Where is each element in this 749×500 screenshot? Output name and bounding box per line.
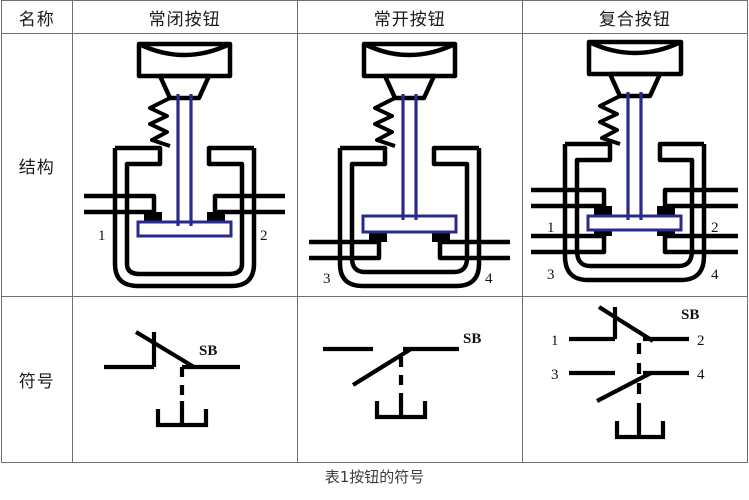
header-cell-composite: 复合按钮	[521, 0, 749, 34]
terminal-label-2: 2	[260, 228, 268, 244]
housing-bottom-u	[338, 263, 482, 289]
button-cap-concave-top	[363, 41, 457, 58]
row-label-structure: 结构	[18, 157, 55, 178]
housing-right-wall	[432, 145, 480, 258]
terminal-lead-3	[531, 233, 607, 255]
contact-bridge	[586, 214, 683, 232]
symbol-composite-cell: SB 1 2 3 4	[521, 296, 749, 463]
housing-bottom-inner	[575, 249, 695, 269]
contact-pad-right	[207, 212, 226, 222]
figure-caption: 表1按钮的符号	[324, 468, 425, 486]
housing-left-wall	[340, 145, 388, 258]
button-cap-concave-top	[138, 41, 232, 58]
symbol-terminal-label-3: 3	[551, 367, 559, 383]
normally-open-structure-diagram: 3 4	[309, 41, 511, 289]
structure-normally-closed-cell: 1 2	[71, 33, 298, 297]
contact-pad-upper-right	[657, 206, 676, 216]
terminal-lead-4	[663, 233, 739, 255]
terminal-lead-2	[663, 187, 739, 209]
spring-coil	[598, 94, 622, 146]
no-movable-blade	[596, 370, 653, 403]
row-label-symbol-cell: 符号	[1, 296, 73, 463]
structure-composite-cell: 1 2 3 4	[521, 33, 749, 297]
terminal-label-1: 1	[98, 228, 106, 244]
row-label-structure-cell: 结构	[1, 33, 73, 297]
table-header-row: 名称 常闭按钮 常开按钮 复合按钮	[1, 0, 749, 34]
header-label-normally-open: 常开按钮	[373, 9, 446, 30]
composite-structure-diagram: 1 2 3 4	[531, 39, 739, 283]
symbol-row: 符号	[1, 296, 749, 463]
header-label-normally-closed: 常闭按钮	[148, 9, 221, 30]
symbol-terminal-label-1: 1	[551, 333, 559, 349]
designator-label: SB	[681, 307, 699, 323]
housing-bottom-u	[563, 255, 707, 283]
button-collar	[157, 73, 212, 101]
contact-pad-upper-left	[594, 206, 613, 216]
symbol-terminal-label-2: 2	[697, 333, 705, 349]
button-cap-outline	[362, 41, 458, 79]
plunger-rod	[626, 92, 644, 220]
terminal-label-2: 2	[711, 220, 719, 236]
nc-movable-blade	[598, 304, 655, 343]
contact-pad-left	[144, 212, 163, 222]
terminal-lead-right	[438, 239, 511, 261]
terminal-label-1: 1	[547, 220, 555, 236]
structure-normally-open-cell: 3 4	[296, 33, 523, 297]
housing-bottom-u	[112, 263, 257, 289]
spring-coil	[148, 96, 172, 148]
contact-pad-right	[432, 232, 451, 242]
plunger-rod	[176, 94, 193, 226]
movable-contact-blade	[352, 346, 413, 387]
row-label-symbol: 符号	[18, 372, 55, 392]
button-collar	[608, 71, 663, 99]
normally-closed-symbol-diagram: SB	[104, 329, 241, 427]
button-cap-concave-top	[588, 39, 683, 56]
designator-label: SB	[463, 331, 481, 347]
terminal-lead-left	[309, 239, 382, 261]
structure-row: 结构	[1, 33, 749, 297]
normally-closed-structure-diagram: 1 2	[84, 41, 286, 289]
terminal-label-3: 3	[323, 271, 331, 287]
terminal-label-4: 4	[485, 271, 493, 287]
normally-open-symbol-diagram: SB	[323, 331, 482, 419]
terminal-label-4: 4	[711, 267, 719, 283]
header-label-name: 名称	[18, 9, 55, 30]
spring-coil	[373, 96, 397, 148]
header-label-composite: 复合按钮	[598, 9, 671, 30]
symbol-normally-closed-cell: SB	[71, 296, 298, 463]
contact-bridge	[136, 220, 233, 238]
header-cell-normally-open: 常开按钮	[296, 0, 523, 34]
terminal-lead-1	[531, 187, 607, 209]
housing-bottom-inner	[350, 257, 470, 275]
plunger-rod	[401, 94, 418, 220]
terminal-label-3: 3	[547, 267, 555, 283]
contact-pad-left	[369, 232, 388, 242]
symbol-terminal-label-4: 4	[697, 367, 705, 383]
push-button-table: 名称 常闭按钮 常开按钮 复合按钮 结构	[1, 0, 749, 463]
header-cell-normally-closed: 常闭按钮	[71, 0, 298, 34]
terminal-lead-left	[84, 193, 157, 215]
symbol-normally-open-cell: SB	[296, 296, 523, 463]
header-cell-name: 名称	[1, 0, 73, 34]
movable-contact-blade	[135, 329, 196, 369]
terminal-lead-right	[212, 193, 286, 215]
housing-bottom-inner	[124, 263, 245, 277]
contact-bridge	[361, 214, 458, 234]
button-cap-outline	[587, 39, 684, 77]
designator-label: SB	[199, 343, 217, 359]
button-cap-outline	[136, 41, 233, 79]
composite-symbol-diagram: SB 1 2 3 4	[551, 304, 705, 439]
button-collar	[383, 73, 437, 101]
